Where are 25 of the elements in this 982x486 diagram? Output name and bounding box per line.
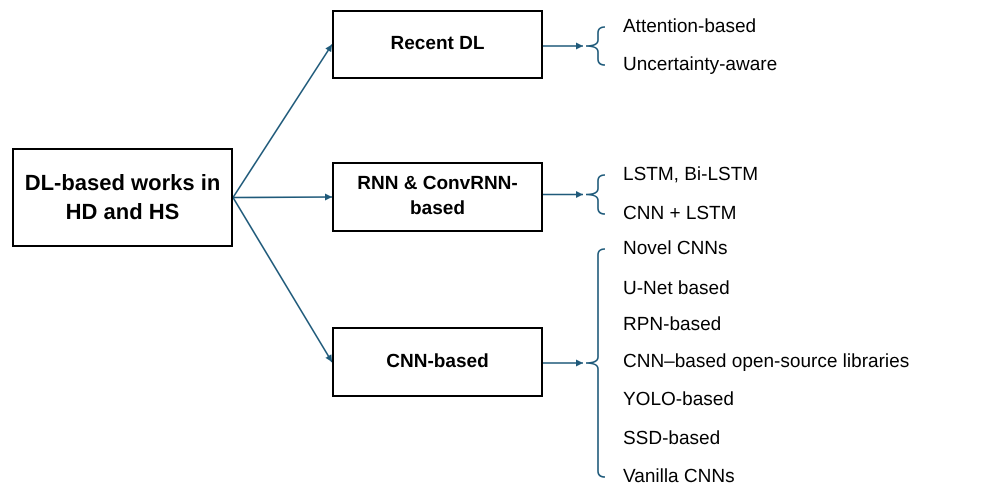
arrow bbox=[233, 194, 332, 201]
list-item: SSD-based bbox=[623, 428, 720, 450]
list-item: Novel CNNs bbox=[623, 238, 728, 260]
process-box bbox=[332, 10, 543, 79]
process-box bbox=[12, 148, 233, 247]
process-box bbox=[332, 327, 543, 397]
arrow bbox=[232, 44, 333, 198]
box-label: Recent DL bbox=[390, 32, 484, 56]
box-label: DL-based works in HD and HS bbox=[24, 168, 222, 226]
box-label: RNN & ConvRNN-based bbox=[356, 172, 519, 221]
list-item: U-Net based bbox=[623, 278, 730, 300]
list-item: Attention-based bbox=[623, 16, 756, 38]
arrow bbox=[232, 197, 333, 362]
arrow bbox=[543, 360, 583, 366]
list-item: Uncertainty-aware bbox=[623, 54, 778, 76]
process-box bbox=[332, 162, 543, 232]
arrow bbox=[543, 42, 583, 50]
arrow bbox=[543, 191, 583, 198]
list-item: LSTM, Bi-LSTM bbox=[623, 164, 758, 186]
list-item: YOLO-based bbox=[623, 389, 734, 411]
list-item: RPN-based bbox=[623, 314, 722, 336]
list-item: CNN + LSTM bbox=[623, 203, 736, 225]
list-item: CNN–based open-source libraries bbox=[623, 351, 910, 373]
list-item: Vanilla CNNs bbox=[623, 466, 735, 486]
box-label: CNN-based bbox=[386, 350, 489, 374]
